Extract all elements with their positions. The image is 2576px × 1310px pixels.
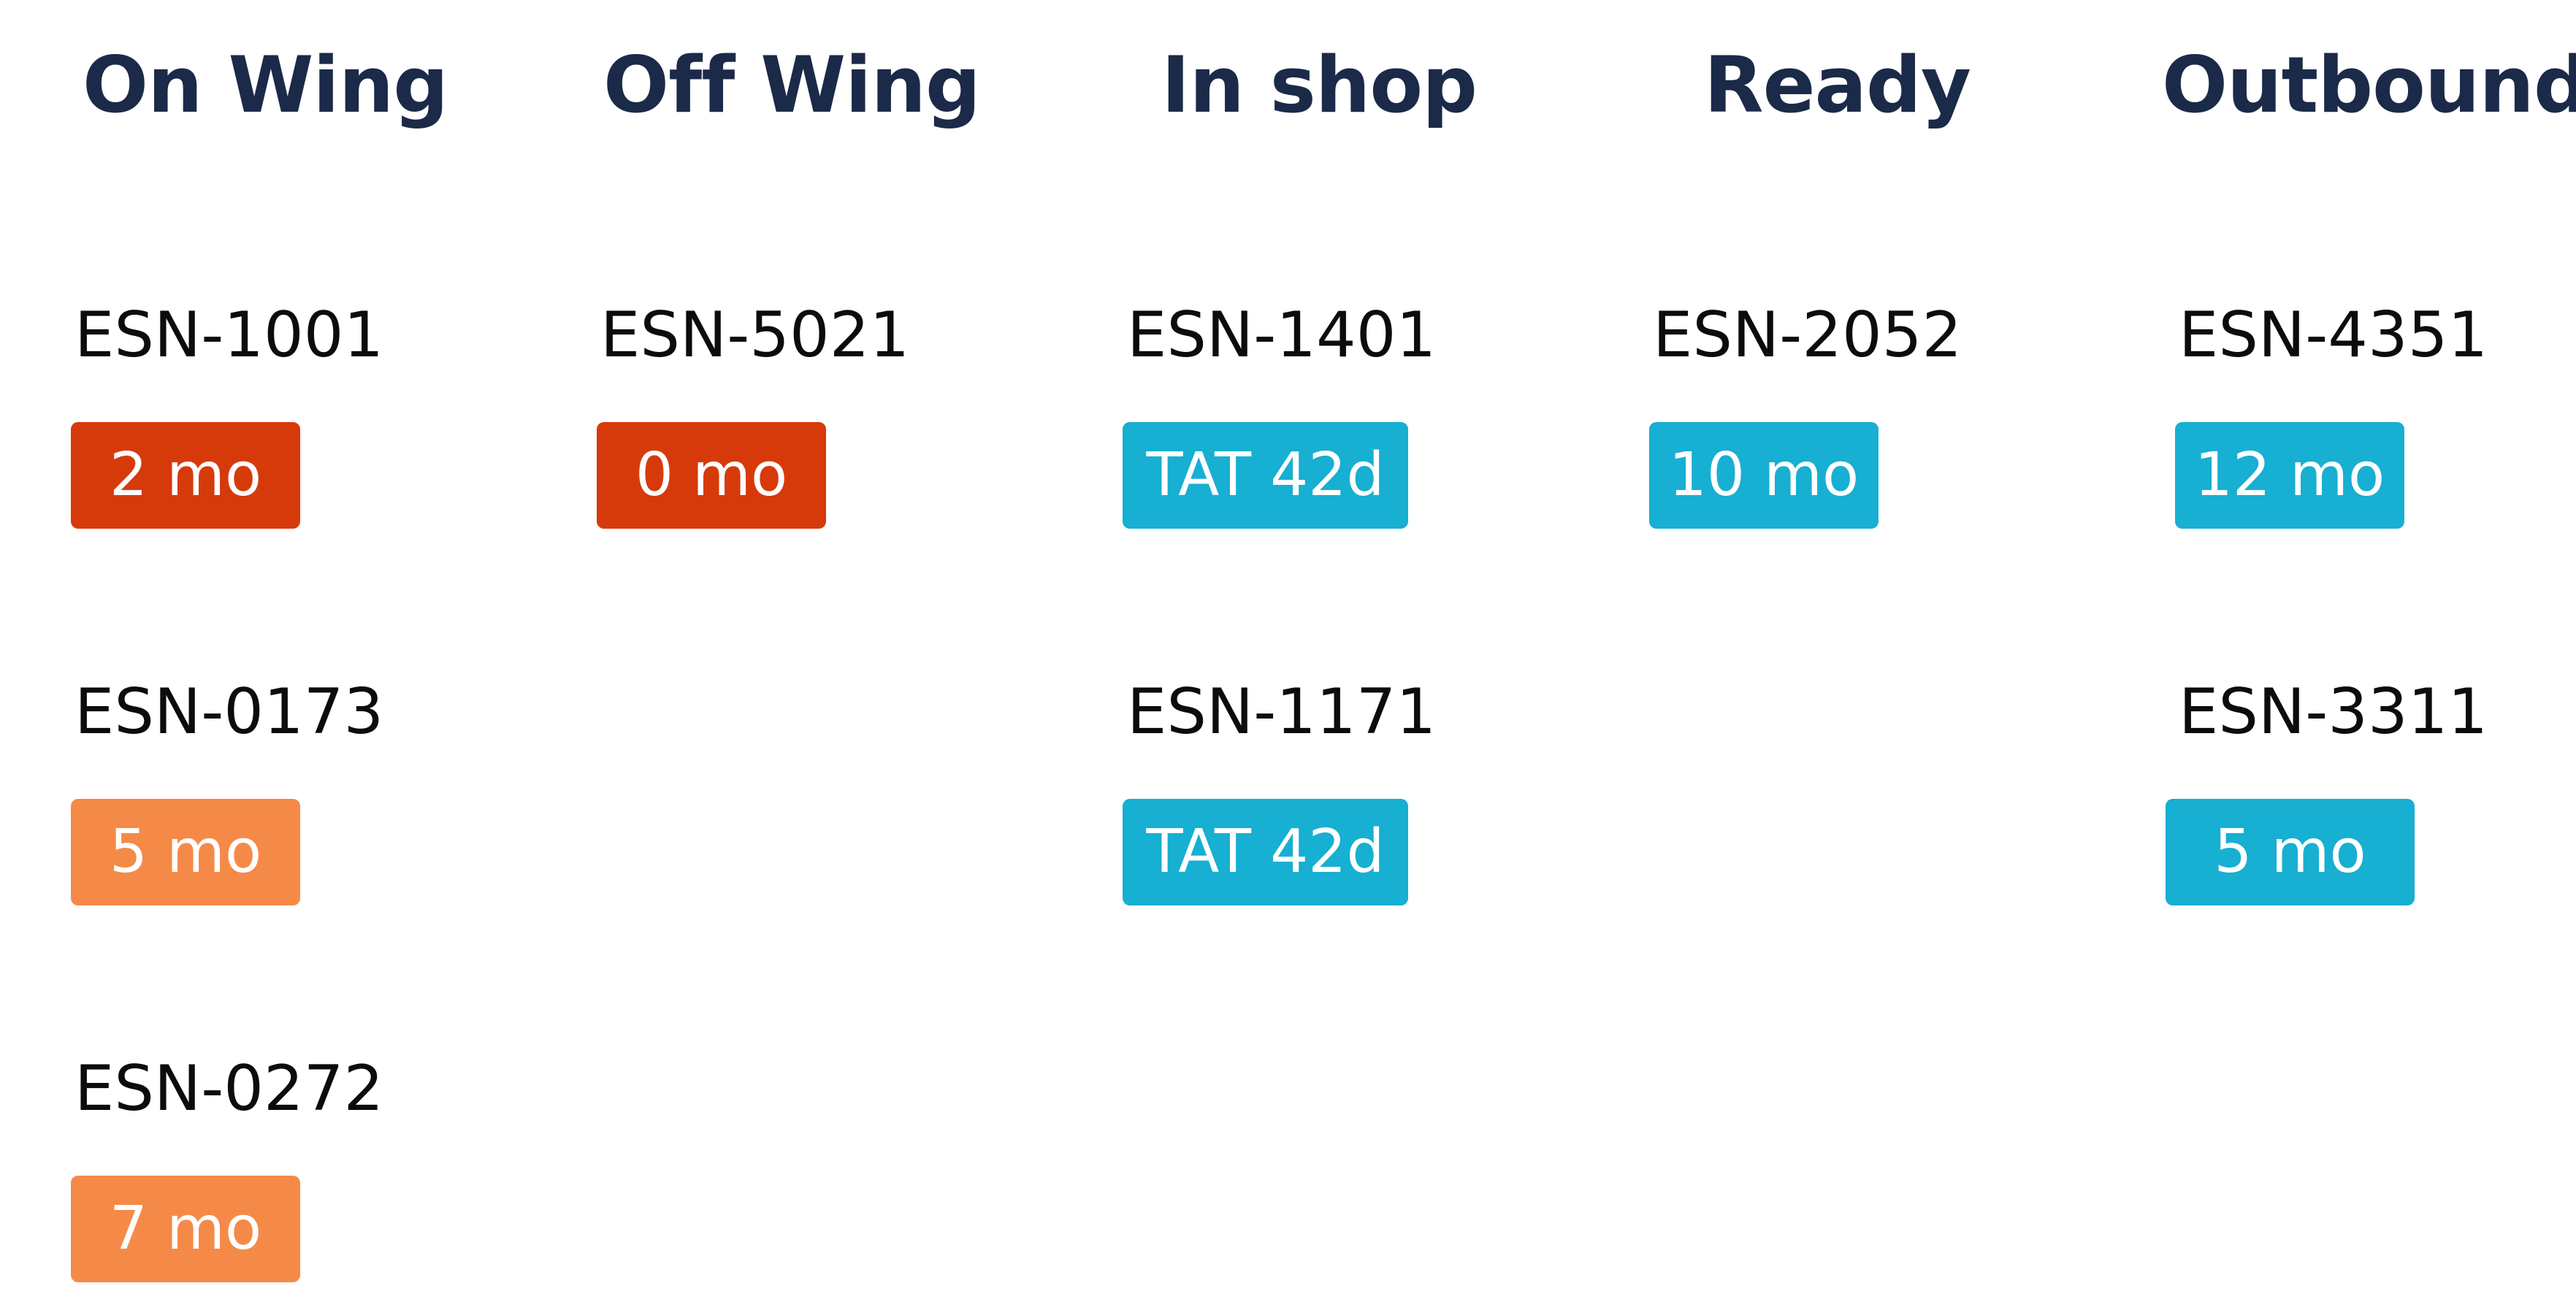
column-title-on-wing: On Wing — [83, 40, 448, 130]
turnaround-time-badge: TAT 42d — [1123, 799, 1408, 905]
engine-serial: ESN-0173 — [74, 675, 384, 748]
engine-serial: ESN-2052 — [1653, 299, 1962, 372]
remaining-time-badge: 7 mo — [71, 1176, 300, 1282]
column-title-in-shop: In shop — [1161, 40, 1478, 130]
remaining-time-badge: 12 mo — [2175, 422, 2404, 529]
column-title-outbound: Outbound — [2162, 40, 2576, 130]
engine-serial: ESN-1001 — [74, 299, 384, 372]
remaining-time-badge: 2 mo — [71, 422, 300, 529]
remaining-time-badge: 0 mo — [597, 422, 826, 529]
remaining-time-badge: 10 mo — [1649, 422, 1879, 529]
engine-serial: ESN-5021 — [600, 299, 910, 372]
engine-serial: ESN-3311 — [2179, 675, 2488, 748]
engine-serial: ESN-4351 — [2179, 299, 2488, 372]
engine-serial: ESN-0272 — [74, 1052, 384, 1125]
column-title-ready: Ready — [1704, 40, 1971, 130]
engine-serial: ESN-1171 — [1127, 675, 1437, 748]
turnaround-time-badge: TAT 42d — [1123, 422, 1408, 529]
column-title-off-wing: Off Wing — [603, 40, 981, 130]
engine-serial: ESN-1401 — [1127, 299, 1437, 372]
remaining-time-badge: 5 mo — [2166, 799, 2415, 905]
remaining-time-badge: 5 mo — [71, 799, 300, 905]
